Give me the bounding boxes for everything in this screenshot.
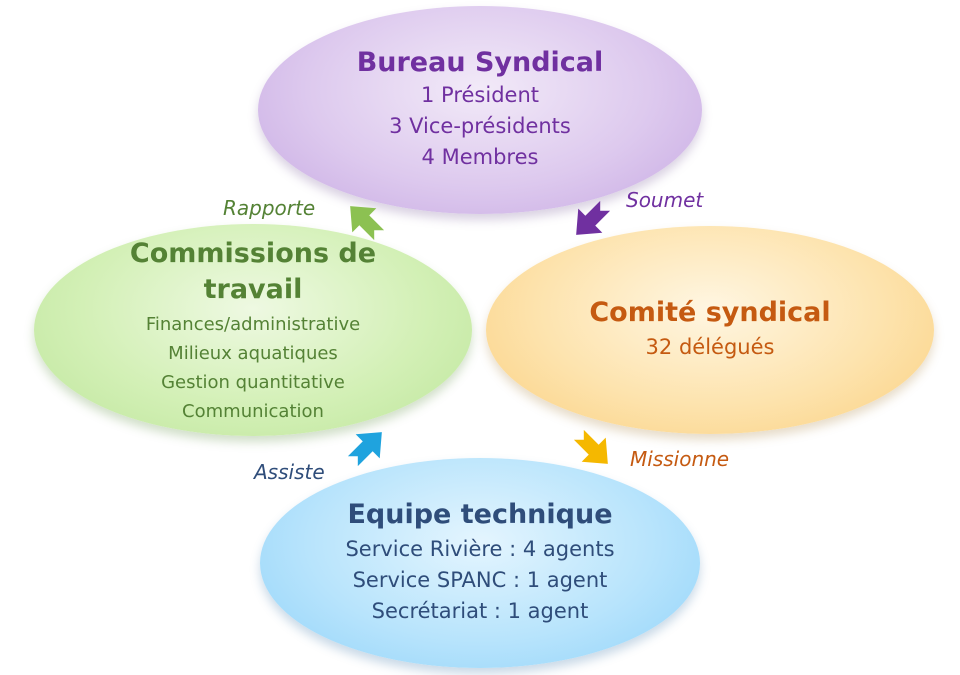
rapporte-label: Rapporte [223, 196, 316, 220]
equipe-line-secretariat: Secrétariat : 1 agent [371, 598, 589, 623]
comite-syndical-title: Comité syndical [589, 297, 831, 329]
commissions-title-line2: travail [203, 274, 303, 305]
commissions-title-line1: Commissions de [129, 237, 377, 269]
soumet-arrow-shape [576, 200, 611, 235]
bureau-line-membres: 4 Membres [421, 144, 539, 169]
missionne-label: Missionne [630, 447, 730, 471]
bureau-syndical-title: Bureau Syndical [356, 47, 604, 79]
equipe-line-spanc: Service SPANC : 1 agent [352, 567, 608, 592]
rapporte-arrow-icon [350, 206, 385, 241]
equipe-line-riviere: Service Rivière : 4 agents [345, 536, 615, 561]
assiste-arrow-shape [347, 432, 382, 467]
equipe-technique-title: Equipe technique [347, 499, 613, 531]
assiste-arrow-icon [347, 432, 382, 467]
commissions-de-travail-node: Commissions de travail Finances/administ… [34, 224, 472, 436]
missionne-arrow-shape [573, 429, 608, 464]
bureau-syndical-node: Bureau Syndical 1 Président 3 Vice-prési… [258, 6, 702, 214]
bureau-line-vice-presidents: 3 Vice-présidents [389, 113, 571, 138]
rapporte-arrow-shape [350, 206, 385, 241]
commissions-line-communication: Communication [182, 401, 324, 423]
soumet-label: Soumet [626, 188, 704, 212]
commissions-list: Finances/administrative Milieux aquatiqu… [146, 310, 360, 426]
soumet-arrow-icon [576, 200, 611, 235]
commissions-line-gestion: Gestion quantitative [161, 372, 345, 394]
bureau-line-president: 1 Président [421, 82, 539, 107]
assiste-label: Assiste [254, 460, 325, 484]
equipe-technique-node: Equipe technique Service Rivière : 4 age… [260, 458, 700, 668]
commissions-line-milieux: Milieux aquatiques [168, 343, 338, 365]
comite-syndical-node: Comité syndical 32 délégués [486, 226, 934, 434]
comite-line-delegues: 32 délégués [645, 334, 775, 359]
missionne-arrow-icon [573, 429, 608, 464]
commissions-line-finances: Finances/administrative [145, 314, 361, 336]
